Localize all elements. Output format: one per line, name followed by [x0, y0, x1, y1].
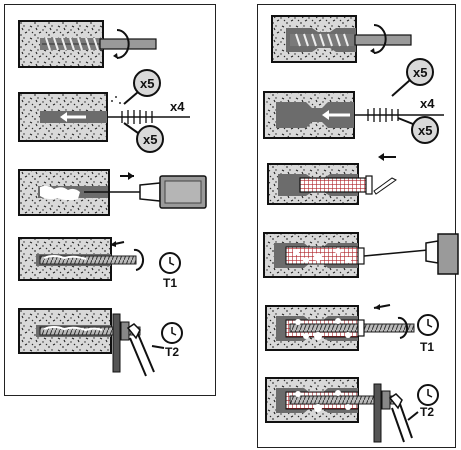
right-step-inject [264, 233, 458, 277]
mesh-sleeve [300, 178, 366, 192]
fixture-plate-r [374, 384, 381, 442]
left-step-clean: x5 x4 x5 [19, 70, 190, 152]
left-step-drill [19, 21, 156, 67]
svg-text:x5: x5 [140, 76, 154, 91]
svg-text:x4: x4 [170, 99, 185, 114]
wrench-icon [130, 334, 154, 376]
right-step-drill [272, 16, 411, 62]
svg-text:x5: x5 [413, 65, 427, 80]
left-step-inject [19, 170, 206, 215]
right-step-insert-sleeve [268, 153, 396, 204]
svg-text:T2: T2 [420, 405, 434, 419]
right-step-clean: x5 x4 x5 [264, 59, 444, 143]
fixture-plate [113, 314, 120, 372]
right-step-insert-rod: T1 [266, 304, 438, 354]
svg-text:x5: x5 [143, 132, 157, 147]
right-step-torque: T2 [266, 378, 438, 442]
svg-text:T2: T2 [165, 345, 179, 359]
svg-text:T1: T1 [163, 276, 177, 290]
svg-text:T1: T1 [420, 340, 434, 354]
cartridge-icon-r [438, 234, 458, 274]
wrench-icon-r [392, 404, 412, 442]
svg-text:x5: x5 [418, 123, 432, 138]
left-step-torque: T2 [19, 309, 182, 376]
left-step-insert-rod: T1 [19, 238, 180, 290]
svg-text:x4: x4 [420, 96, 435, 111]
